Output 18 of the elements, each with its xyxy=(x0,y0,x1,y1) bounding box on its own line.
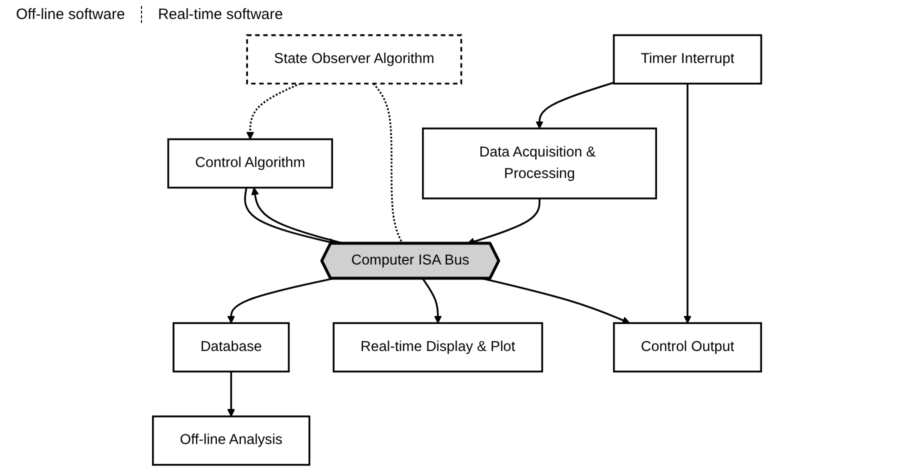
connector xyxy=(372,83,404,244)
arrow xyxy=(422,278,442,324)
arrow xyxy=(483,278,630,324)
arrow xyxy=(227,372,236,417)
arrow xyxy=(536,82,614,129)
section-label: Off-line software xyxy=(0,6,142,22)
node-box: Control Output xyxy=(612,322,762,372)
arrow xyxy=(684,84,692,324)
arrow xyxy=(227,278,332,324)
node-box: Off-line Analysis xyxy=(152,416,310,466)
node-box: Timer Interrupt xyxy=(612,34,762,84)
node-box: Data Acquisition & Processing xyxy=(422,128,657,200)
section-label: Real-time software xyxy=(156,6,284,22)
node-box: Real-time Display & Plot xyxy=(332,322,543,372)
node-box: Control Algorithm xyxy=(167,138,333,189)
node-box: Database xyxy=(172,322,290,372)
node-box: State Observer Algorithm xyxy=(246,34,462,84)
arrow xyxy=(246,82,300,140)
